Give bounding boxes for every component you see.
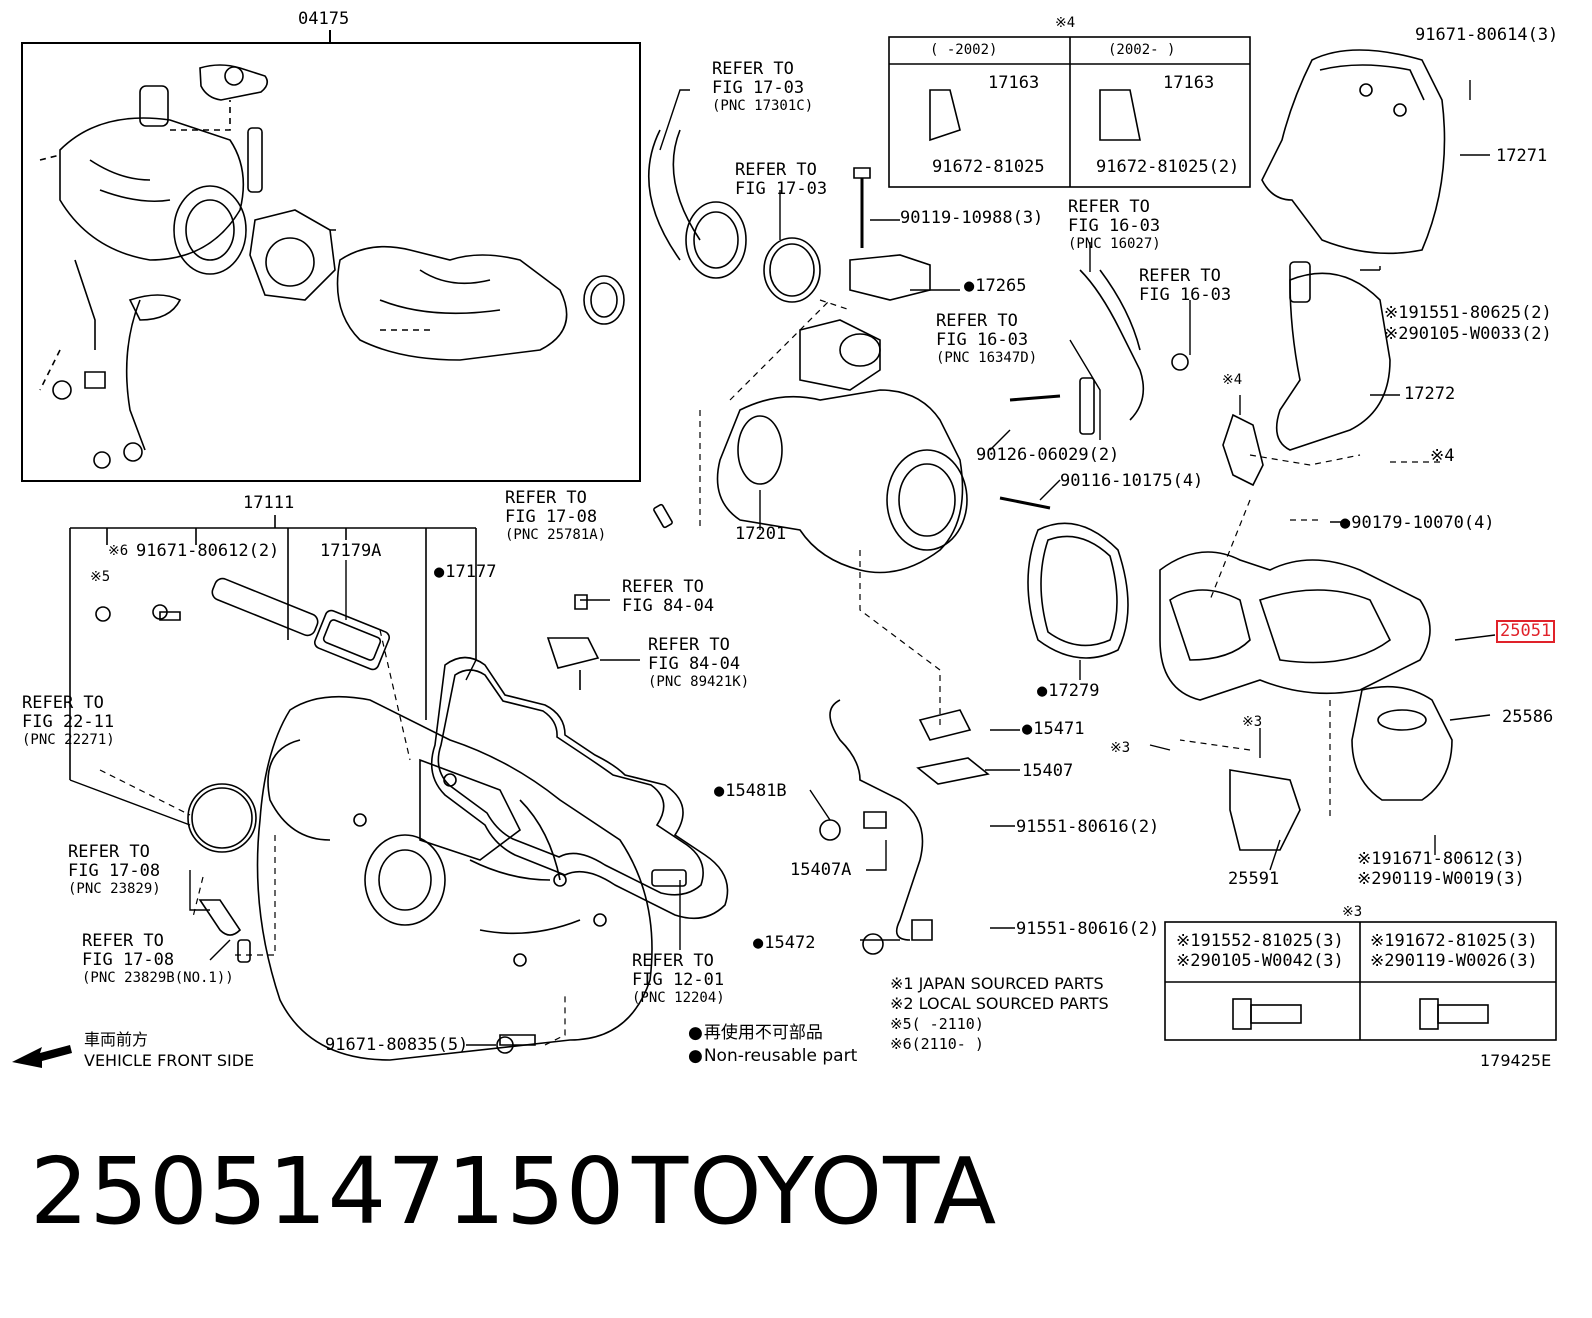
refer-23829b: REFER TO FIG 17-08 (PNC 23829B(NO.1)) (82, 931, 234, 987)
note3-right-line2: ※290119-W0026(3) (1370, 951, 1538, 971)
part-91671-80612-left: 91671-80612(2) (136, 541, 280, 561)
part-17201: 17201 (735, 524, 787, 544)
part-15471: 15471 (1022, 720, 1084, 739)
front-side-jp: 車両前方 (84, 1030, 149, 1049)
refer-1603b: REFER TO FIG 16-03 (1139, 266, 1232, 305)
note4-mark: ※4 (1055, 15, 1076, 31)
turbo-assembly-drawing (39, 64, 625, 469)
bolt-icon-right (1419, 998, 1439, 1030)
part-25591: 25591 (1228, 869, 1280, 889)
part-17163-right: 17163 (1163, 73, 1215, 93)
heat-insulator-drawing (1159, 49, 1453, 851)
part-91671-80612-right: ※191671-80612(3) (1357, 849, 1525, 869)
note3-mark: ※3 (1342, 904, 1363, 920)
refer-16027: REFER TO FIG 16-03 (PNC 16027) (1068, 197, 1161, 253)
label-17111: 17111 (243, 493, 295, 513)
front-side-en: VEHICLE FRONT SIDE (84, 1051, 255, 1070)
part-91671-80614: 91671-80614(3) (1415, 25, 1559, 45)
note3-left-line1: ※191552-81025(3) (1176, 931, 1344, 951)
part-25586: 25586 (1502, 707, 1554, 727)
footnote-5: ※5( -2110) (890, 1015, 984, 1033)
bolt-icon-left (1232, 998, 1252, 1030)
part-17163-left: 17163 (988, 73, 1040, 93)
footnote-2: ※2 LOCAL SOURCED PARTS (890, 994, 1109, 1013)
part-91551-80625: ※191551-80625(2) (1384, 303, 1552, 323)
note4-table (888, 36, 1251, 188)
part-15407a: 15407A (790, 860, 852, 880)
mark-4b: ※4 (1430, 446, 1455, 466)
bolt-91672-left: 91672-81025 (932, 157, 1045, 177)
mark-4a: ※4 (1222, 372, 1243, 388)
leader-lines (69, 80, 1496, 1046)
footnote-1: ※1 JAPAN SOURCED PARTS (890, 974, 1104, 993)
bolt-91672-right: 91672-81025(2) (1096, 157, 1240, 177)
part-90119-10988: 90119-10988(3) (900, 208, 1044, 228)
part-number-caption: 2505147150 (30, 1138, 626, 1245)
mark-3b: ※3 (1242, 714, 1263, 730)
part-17279: 17279 (1037, 682, 1099, 701)
note3-left-line2: ※290105-W0042(3) (1176, 951, 1344, 971)
legend-nonreusable-en: Non-reusable part (688, 1047, 857, 1066)
part-90105-W0033: ※290105-W0033(2) (1384, 324, 1552, 344)
footnote-6: ※6(2110- ) (890, 1035, 984, 1053)
turbocharger-drawing (546, 129, 1189, 955)
refer-17301c: REFER TO FIG 17-03 (PNC 17301C) (712, 59, 814, 115)
figure-code: 179425E (1480, 1051, 1552, 1070)
part-90126-06029: 90126-06029(2) (976, 445, 1120, 465)
refer-12204: REFER TO FIG 12-01 (PNC 12204) (632, 951, 725, 1007)
mark-3a: ※3 (1110, 740, 1131, 756)
part-90119-W0019: ※290119-W0019(3) (1357, 869, 1525, 889)
part-90116-10175: 90116-10175(4) (1060, 471, 1204, 491)
note3-right-line1: ※191672-81025(3) (1370, 931, 1538, 951)
mark-6: ※6 (108, 543, 129, 559)
part-91551-80616a: 91551-80616(2) (1016, 817, 1160, 837)
part-17179a: 17179A (320, 541, 382, 561)
part-90179-10070: 90179-10070(4) (1340, 514, 1494, 533)
refer-25781a: REFER TO FIG 17-08 (PNC 25781A) (505, 488, 607, 544)
part-17271: 17271 (1496, 146, 1548, 166)
mark-5: ※5 (90, 569, 111, 585)
vehicle-front-arrow-icon (12, 1045, 72, 1068)
refer-23829: REFER TO FIG 17-08 (PNC 23829) (68, 842, 161, 898)
turbo-assembly-box (21, 42, 641, 482)
refer-16347d: REFER TO FIG 16-03 (PNC 16347D) (936, 311, 1038, 367)
part-15472: 15472 (753, 934, 815, 953)
refer-1703b: REFER TO FIG 17-03 (735, 160, 828, 199)
part-91671-80835: 91671-80835(5) (325, 1035, 469, 1055)
part-17265: 17265 (964, 277, 1026, 296)
part-17177: 17177 (434, 563, 496, 582)
note4-col2-header: (2002- ) (1108, 42, 1176, 58)
legend-nonreusable-jp: 再使用不可部品 (688, 1024, 823, 1043)
note3-table (1164, 921, 1557, 1041)
part-15407: 15407 (1022, 761, 1074, 781)
refer-8404a: REFER TO FIG 84-04 (622, 577, 715, 616)
part-17272: 17272 (1404, 384, 1456, 404)
refer-22271: REFER TO FIG 22-11 (PNC 22271) (22, 693, 115, 749)
part-91551-80616b: 91551-80616(2) (1016, 919, 1160, 939)
intake-manifold-drawing (95, 577, 729, 1061)
brand-caption: TOYOTA (632, 1138, 998, 1245)
note4-col1-header: ( -2002) (930, 42, 998, 58)
intake-bracket-lines (69, 515, 477, 780)
label-04175: 04175 (298, 9, 350, 29)
refer-89421k: REFER TO FIG 84-04 (PNC 89421K) (648, 635, 750, 691)
part-25051-highlighted[interactable]: 25051 (1495, 620, 1556, 643)
part-15481b: 15481B (714, 782, 786, 801)
